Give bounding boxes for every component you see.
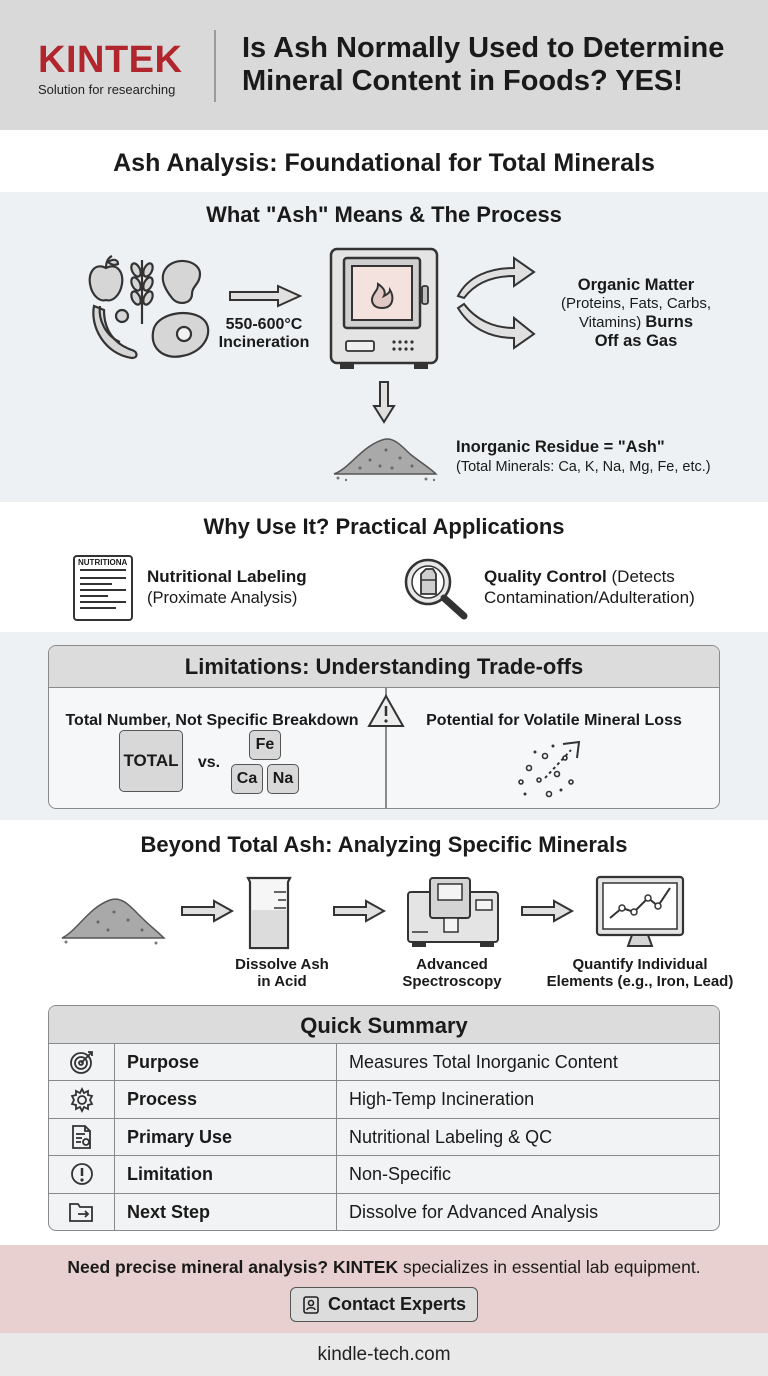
step2-label: Advanced bbox=[416, 956, 488, 973]
limitations-box: Limitations: Understanding Trade-offs To… bbox=[48, 645, 720, 809]
residue-detail: (Total Minerals: Ca, K, Na, Mg, Fe, etc.… bbox=[456, 459, 711, 475]
row-value: Non-Specific bbox=[349, 1164, 452, 1185]
row-key: Process bbox=[115, 1081, 337, 1118]
limitations-section: Limitations: Understanding Trade-offs To… bbox=[0, 632, 768, 820]
step3-label-2: Elements (e.g., Iron, Lead) bbox=[546, 973, 734, 990]
curved-arrows-icon bbox=[456, 256, 536, 350]
brand-tagline: Solution for researching bbox=[38, 82, 176, 97]
cta-text: Need precise mineral analysis? KINTEK sp… bbox=[67, 1257, 701, 1277]
row-key: Primary Use bbox=[115, 1118, 337, 1156]
contact-card-icon bbox=[303, 1295, 319, 1314]
arrow-right-icon-2 bbox=[181, 899, 235, 923]
limit-right-title: Potential for Volatile Mineral Loss bbox=[426, 712, 682, 729]
limitations-heading: Limitations: Understanding Trade-offs bbox=[49, 646, 719, 688]
table-row: Purpose Measures Total Inorganic Content bbox=[49, 1044, 719, 1082]
site-url[interactable]: kindle-tech.com bbox=[0, 1333, 768, 1376]
incineration-label: Incineration bbox=[218, 334, 310, 351]
nutrition-label-icon bbox=[73, 555, 133, 621]
row-value: High-Temp Incineration bbox=[349, 1089, 535, 1110]
element-tile-ca: Ca bbox=[231, 764, 263, 794]
step2-label-2: Spectroscopy bbox=[402, 973, 502, 990]
nutrition-label-text: NUTRITIONA bbox=[78, 558, 128, 567]
organic-title: Organic Matter bbox=[577, 276, 695, 294]
vs-label: vs. bbox=[197, 754, 221, 771]
table-row: Next Step Dissolve for Advanced Analysis bbox=[49, 1193, 719, 1230]
row-key: Next Step bbox=[115, 1193, 337, 1230]
step1-label-2: in Acid bbox=[257, 973, 307, 990]
row-value: Nutritional Labeling & QC bbox=[349, 1126, 553, 1147]
element-tile-na: Na bbox=[267, 764, 299, 794]
food-icons bbox=[88, 255, 210, 360]
row-value: Measures Total Inorganic Content bbox=[349, 1052, 618, 1072]
brand-logo: KINTEK Solution for researching bbox=[38, 40, 182, 97]
header: KINTEK Solution for researching Is Ash N… bbox=[0, 0, 768, 130]
process-section: What "Ash" Means & The Process bbox=[0, 192, 768, 502]
total-tile: TOTAL bbox=[119, 730, 183, 792]
organic-result: Off as Gas bbox=[594, 332, 678, 350]
step1-label: Dissolve Ash bbox=[235, 956, 329, 973]
exclamation-icon bbox=[70, 1163, 93, 1186]
element-tile-fe: Fe bbox=[249, 730, 281, 760]
cta-banner: Need precise mineral analysis? KINTEK sp… bbox=[0, 1245, 768, 1333]
row-key: Purpose bbox=[115, 1044, 337, 1081]
row-value: Dissolve for Advanced Analysis bbox=[349, 1201, 599, 1222]
arrow-right-icon-4 bbox=[521, 899, 575, 923]
volatile-particles-icon bbox=[518, 740, 581, 798]
table-row: Primary Use Nutritional Labeling & QC bbox=[49, 1118, 719, 1157]
ash-pile-icon-2 bbox=[61, 898, 166, 945]
header-divider bbox=[214, 30, 216, 102]
app2-title-line: Quality Control (Detects bbox=[484, 567, 675, 586]
residue-title: Inorganic Residue = "Ash" bbox=[456, 438, 665, 456]
app2-detail: Contamination/Adulteration) bbox=[484, 588, 695, 607]
beyond-section: Beyond Total Ash: Analyzing Specific Min… bbox=[0, 820, 768, 998]
warning-icon bbox=[367, 693, 405, 727]
applications-heading: Why Use It? Practical Applications bbox=[203, 514, 565, 539]
organic-detail-line2: Vitamins) Burns bbox=[578, 313, 694, 331]
table-row: Process High-Temp Incineration bbox=[49, 1081, 719, 1119]
target-icon bbox=[69, 1051, 93, 1075]
magnifier-icon bbox=[404, 558, 468, 620]
brand-name: KINTEK bbox=[38, 39, 183, 81]
contact-experts-button[interactable]: Contact Experts bbox=[290, 1287, 478, 1322]
process-heading: What "Ash" Means & The Process bbox=[206, 202, 562, 227]
document-icon bbox=[71, 1125, 91, 1149]
contact-experts-label: Contact Experts bbox=[327, 1294, 467, 1314]
app1-detail: (Proximate Analysis) bbox=[147, 589, 298, 607]
limit-left-title: Total Number, Not Specific Breakdown bbox=[65, 712, 359, 729]
organic-detail: (Proteins, Fats, Carbs, bbox=[560, 295, 712, 312]
incineration-temp: 550-600°C bbox=[225, 316, 303, 333]
step3-label: Quantify Individual bbox=[572, 956, 708, 973]
summary-table: Quick Summary Purpose Measures Total Ino… bbox=[48, 1005, 720, 1231]
monitor-chart-icon bbox=[595, 875, 685, 947]
limitations-divider bbox=[385, 688, 387, 808]
arrow-right-icon bbox=[229, 284, 303, 308]
gear-icon bbox=[70, 1086, 93, 1113]
folder-arrow-icon bbox=[68, 1203, 93, 1223]
beyond-heading: Beyond Total Ash: Analyzing Specific Min… bbox=[140, 832, 628, 857]
arrow-right-icon-3 bbox=[333, 899, 387, 923]
main-title: Ash Analysis: Foundational for Total Min… bbox=[0, 130, 768, 192]
furnace-icon bbox=[329, 247, 439, 369]
summary-heading: Quick Summary bbox=[49, 1006, 719, 1044]
arrow-down-icon bbox=[372, 381, 396, 424]
table-row: Limitation Non-Specific bbox=[49, 1156, 719, 1194]
beaker-icon bbox=[246, 876, 292, 950]
row-key: Limitation bbox=[115, 1156, 337, 1193]
ash-pile-icon bbox=[333, 438, 438, 482]
page-title: Is Ash Normally Used to Determine Minera… bbox=[242, 32, 725, 97]
app1-title: Nutritional Labeling bbox=[147, 567, 307, 586]
spectrometer-icon bbox=[407, 877, 499, 947]
applications-section: Why Use It? Practical Applications NUTRI… bbox=[0, 502, 768, 632]
